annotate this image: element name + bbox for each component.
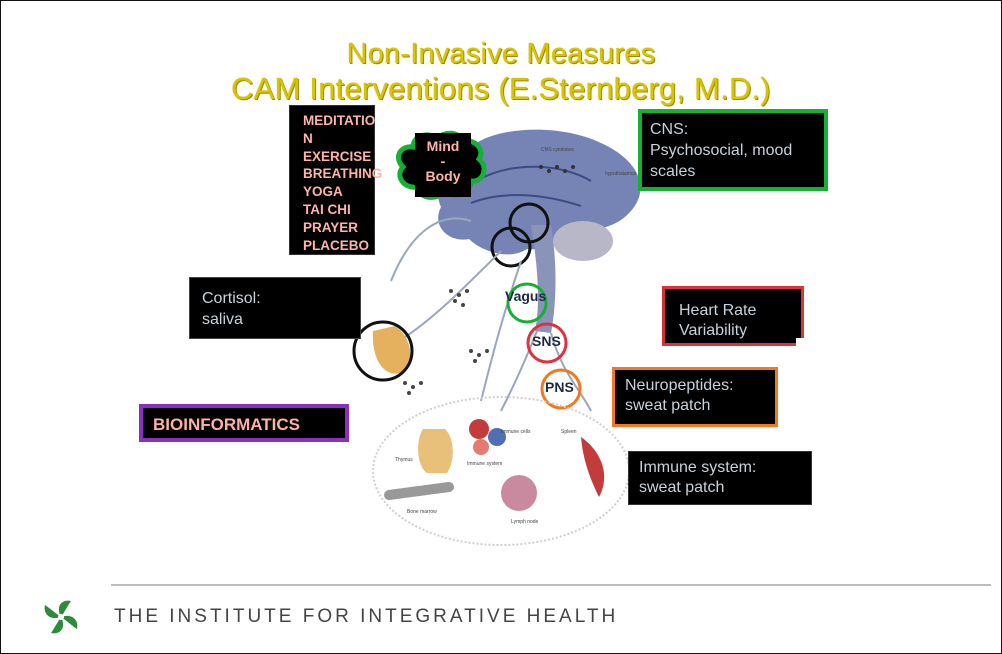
- mind-body-line: Body: [425, 168, 461, 184]
- neuropeptides-box: Neuropeptides: sweat patch: [612, 367, 778, 427]
- cortisol-box: Cortisol: saliva: [189, 277, 361, 339]
- pns-label: PNS: [545, 379, 574, 395]
- sns-label: SNS: [532, 333, 561, 349]
- cns-box: CNS: Psychosocial, mood scales: [638, 109, 828, 191]
- mind-body-line: Mind: [426, 138, 460, 154]
- brainstem-shape: [531, 225, 556, 333]
- mind-body-line: -: [440, 153, 446, 169]
- footer-institute-name: THE INSTITUTE FOR INTEGRATIVE HEALTH: [114, 606, 619, 627]
- title-line-2: CAM Interventions (E.Sternberg, M.D.): [231, 71, 771, 106]
- practice-item: PLACEBO: [303, 237, 370, 253]
- svg-text:Immune cells: Immune cells: [501, 429, 531, 435]
- heart-rate-variability-box: Heart Rate Variability: [662, 286, 804, 346]
- brain-immune-diagram: CNS cytokines hypothalamus: [352, 129, 641, 546]
- svg-text:Thymus: Thymus: [395, 457, 413, 463]
- svg-text:Bone marrow: Bone marrow: [407, 509, 437, 515]
- practice-item: N: [303, 130, 313, 146]
- vagus-label: Vagus: [505, 288, 547, 304]
- svg-text:Spleen: Spleen: [561, 429, 577, 435]
- practice-item: YOGA: [303, 184, 343, 200]
- practice-item: TAI CHI: [303, 201, 351, 217]
- practice-item: PRAYER: [303, 219, 359, 235]
- immune-system-box: Immune system: sweat patch: [628, 451, 812, 505]
- adrenal-gland: [352, 320, 414, 382]
- practice-item: EXERCISE: [303, 148, 372, 164]
- svg-text:Immune system: Immune system: [467, 461, 502, 467]
- practice-item: BREATHING: [303, 166, 383, 182]
- bioinformatics-box: BIOINFORMATICS: [139, 404, 349, 442]
- title-line-1: Non-Invasive Measures: [346, 38, 656, 70]
- pinwheel-logo-icon: [44, 600, 78, 634]
- cam-practices-box: MEDITATIO N EXERCISE BREATHING YOGA TAI …: [289, 105, 383, 255]
- svg-text:Lymph node: Lymph node: [511, 519, 539, 525]
- footer-divider: [111, 584, 991, 586]
- svg-text:hypothalamus: hypothalamus: [605, 171, 637, 177]
- practice-item: MEDITATIO: [303, 113, 376, 128]
- mind-body-label: Mind - Body: [415, 133, 471, 197]
- svg-text:CNS cytokines: CNS cytokines: [541, 147, 574, 153]
